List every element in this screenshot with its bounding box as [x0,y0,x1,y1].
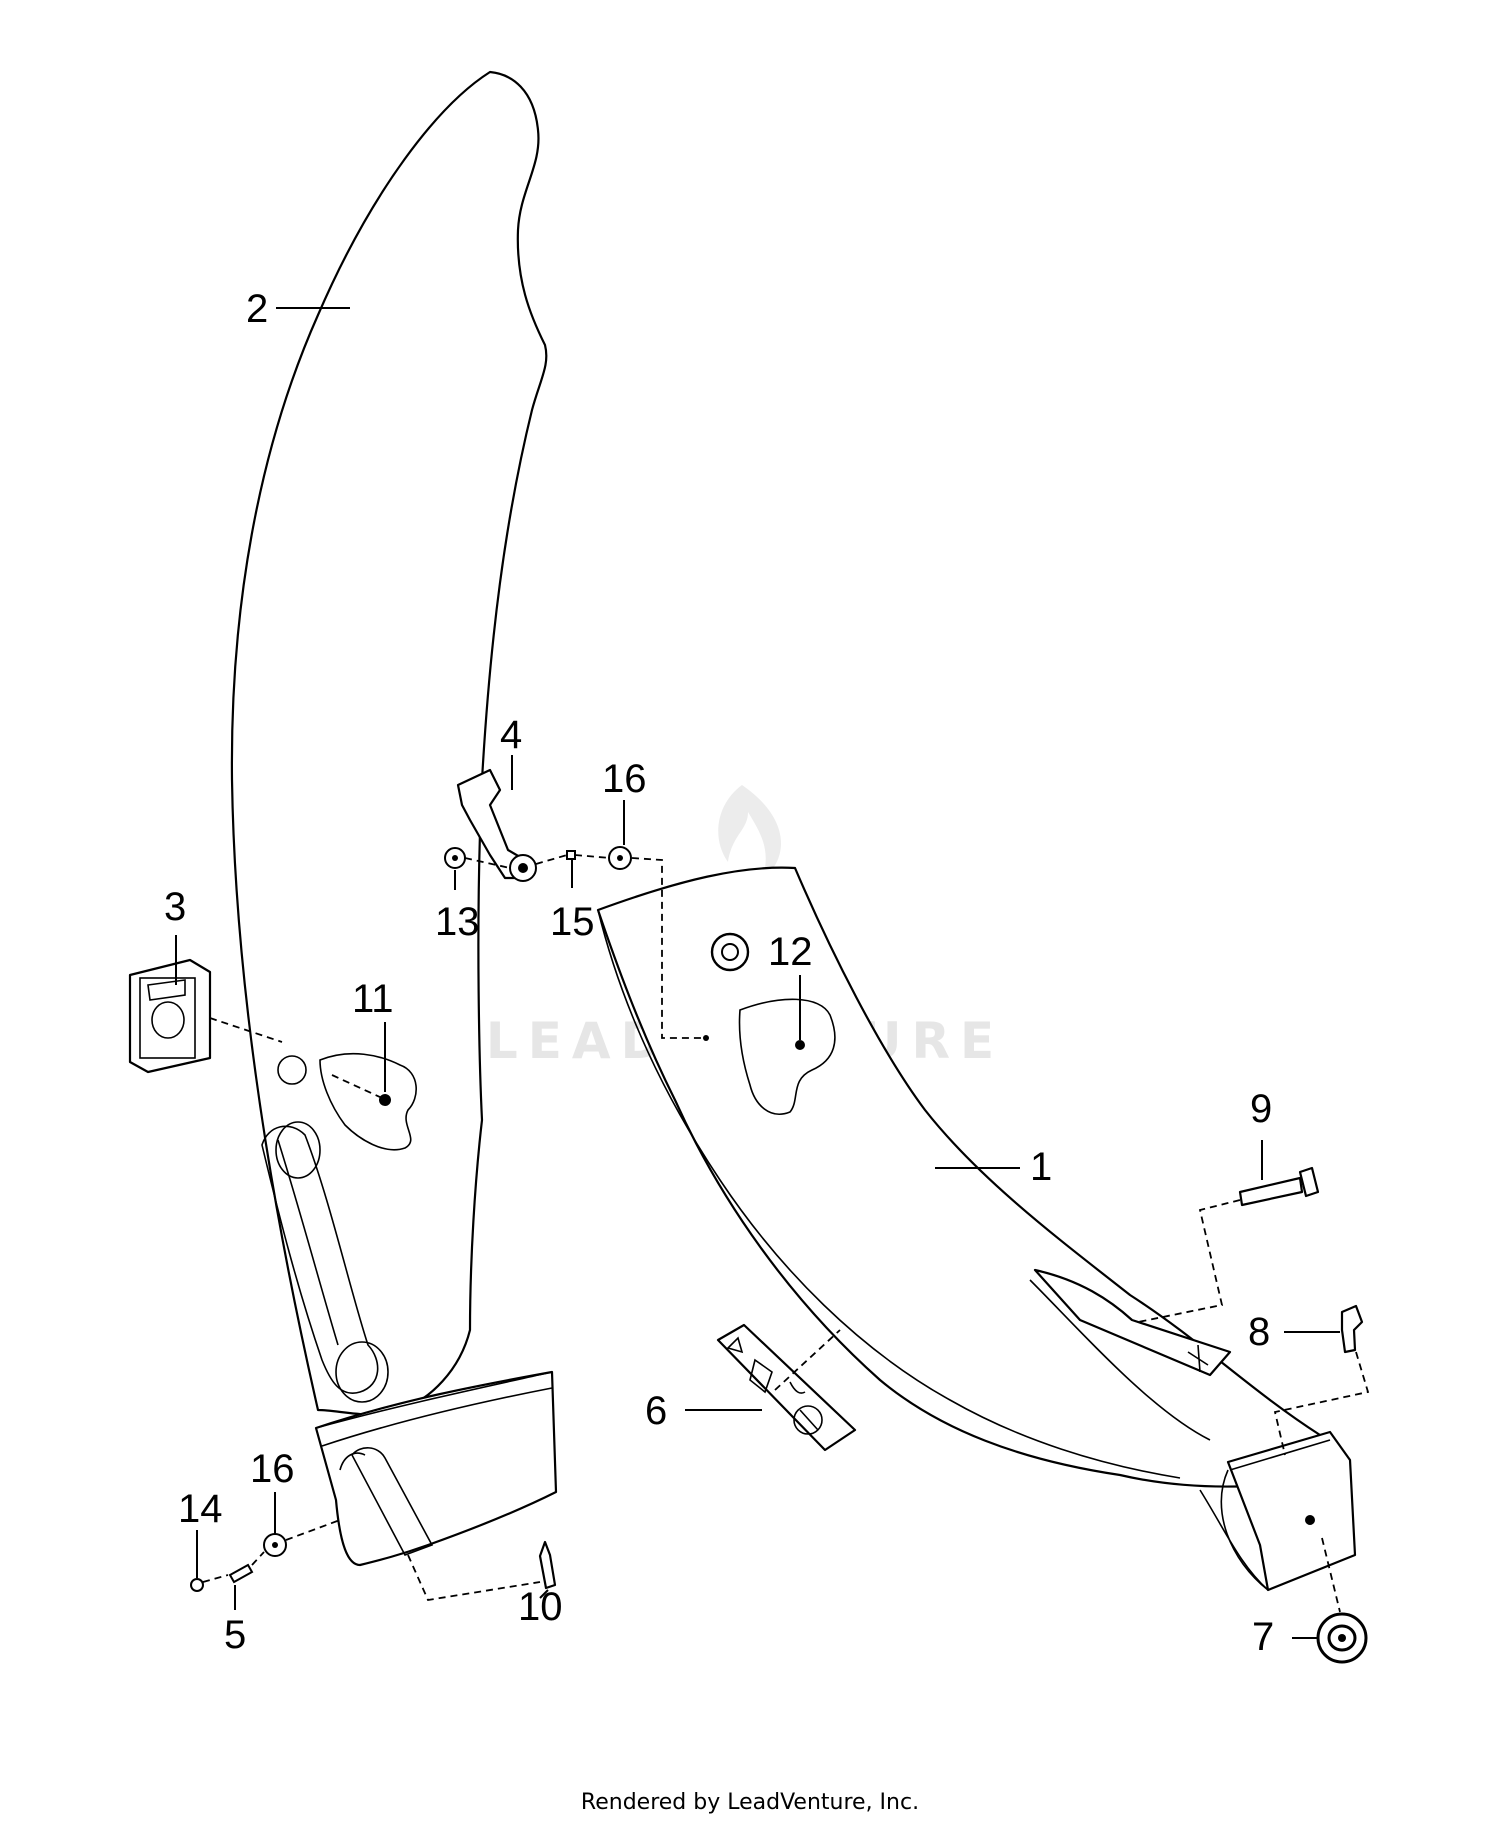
part-1-fender [596,866,1357,1592]
part-4-latch [456,768,537,882]
callout-7: 7 [1252,1615,1274,1659]
callout-11: 11 [352,977,394,1021]
callout-10: 10 [518,1585,563,1629]
part-8-screw [1273,1304,1370,1456]
callout-9: 9 [1250,1087,1272,1131]
part-2-panel [230,70,558,1567]
part-9-bolt [1137,1166,1320,1323]
callout-5: 5 [224,1613,246,1657]
callout-3: 3 [164,885,186,929]
callout-1: 1 [1030,1145,1052,1189]
part-15-pin [566,850,576,860]
callout-14: 14 [178,1487,223,1531]
part-10-bolt [407,1540,557,1601]
part-6-decal [716,1323,857,1452]
callout-4: 4 [500,713,522,757]
callout-13: 13 [435,900,480,944]
part-3-clip [128,958,283,1074]
part-14-nut [190,1578,204,1592]
callout-6: 6 [645,1389,667,1433]
callout-15: 15 [550,900,595,944]
callout-16-lower: 16 [250,1447,295,1491]
footer-credit: Rendered by LeadVenture, Inc. [580,1790,920,1815]
watermark-flame-icon [718,785,781,880]
callout-8: 8 [1248,1310,1270,1354]
callout-2: 2 [246,287,268,331]
callouts: 1 2 3 4 5 6 7 8 9 10 11 12 13 14 15 16 1… [164,287,1274,1659]
callout-12: 12 [768,930,813,974]
part-5-pin [228,1563,254,1584]
callout-16-upper: 16 [602,757,647,801]
leader-lines [175,307,1340,1639]
